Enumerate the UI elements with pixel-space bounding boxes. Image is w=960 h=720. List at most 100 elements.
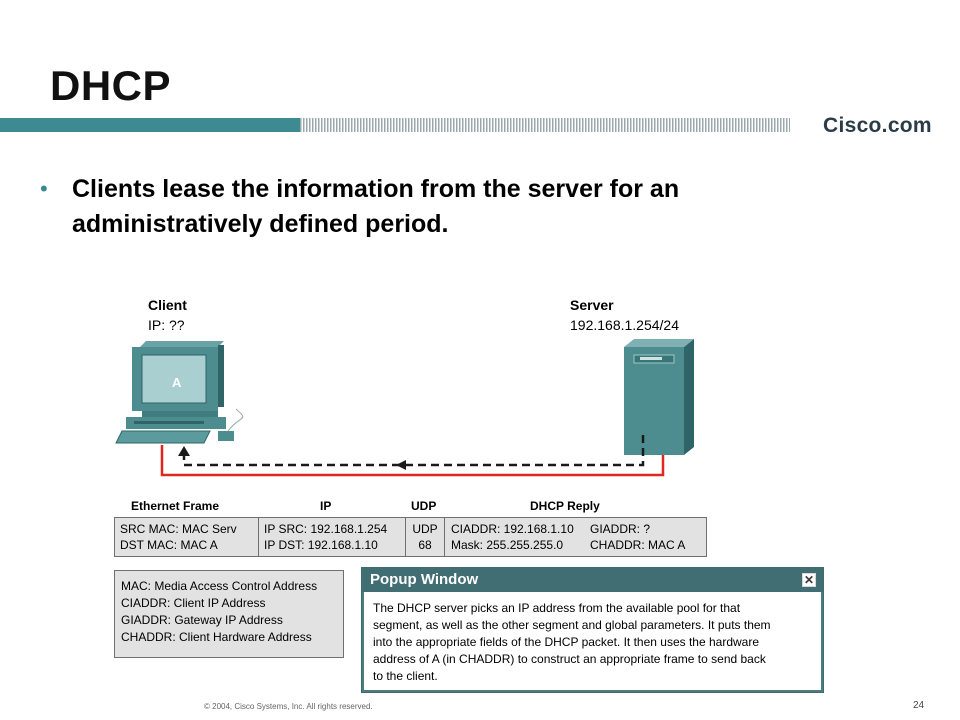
barcode-stripe	[672, 118, 674, 132]
server-label: Server	[570, 297, 614, 313]
barcode-stripe	[360, 118, 362, 132]
popup-title-bar[interactable]: Popup Window ✕	[362, 568, 823, 592]
barcode-stripe	[399, 118, 401, 132]
barcode-stripe	[336, 118, 338, 132]
header-ip: IP	[320, 499, 332, 513]
ciaddr: CIADDR: 192.168.1.10	[451, 522, 574, 536]
barcode-stripe	[519, 118, 521, 132]
barcode-stripe	[480, 118, 482, 132]
barcode-stripe	[762, 118, 764, 132]
barcode-stripe	[756, 118, 758, 132]
legend-item: CHADDR: Client Hardware Address	[121, 630, 312, 644]
barcode-stripe	[732, 118, 734, 132]
barcode-stripe	[396, 118, 398, 132]
barcode-stripe	[741, 118, 743, 132]
popup-line: segment, as well as the other segment an…	[373, 618, 771, 632]
barcode-stripe	[441, 118, 443, 132]
barcode-stripe	[729, 118, 731, 132]
page-number: 24	[913, 700, 925, 711]
client-label: Client	[148, 297, 187, 313]
barcode-stripe	[660, 118, 662, 132]
barcode-stripe	[645, 118, 647, 132]
barcode-stripe	[630, 118, 632, 132]
barcode-stripe	[420, 118, 422, 132]
barcode-stripe	[648, 118, 650, 132]
ip-cell: IP SRC: 192.168.1.254 IP DST: 192.168.1.…	[258, 517, 406, 557]
barcode-stripe	[534, 118, 536, 132]
barcode-stripe	[459, 118, 461, 132]
barcode-stripe	[456, 118, 458, 132]
barcode-stripe	[774, 118, 776, 132]
barcode-stripe	[525, 118, 527, 132]
udp-port: 68	[418, 538, 432, 552]
barcode-stripe	[720, 118, 722, 132]
server-tower-icon[interactable]	[624, 339, 694, 455]
legend-item: GIADDR: Gateway IP Address	[121, 613, 283, 627]
barcode-stripe	[747, 118, 749, 132]
barcode-stripe	[327, 118, 329, 132]
bullet-text: Clients lease the information from the s…	[72, 175, 680, 238]
barcode-stripe	[318, 118, 320, 132]
barcode-stripe	[768, 118, 770, 132]
barcode-stripe	[546, 118, 548, 132]
barcode-stripe	[693, 118, 695, 132]
header-band	[0, 118, 960, 132]
barcode-stripe	[723, 118, 725, 132]
barcode-stripe	[702, 118, 704, 132]
barcode-stripe	[495, 118, 497, 132]
server-ip: 192.168.1.254/24	[570, 317, 679, 333]
barcode-stripe	[411, 118, 413, 132]
src-mac: SRC MAC: MAC Serv	[120, 522, 237, 536]
barcode-stripe	[384, 118, 386, 132]
barcode-stripe	[699, 118, 701, 132]
barcode-stripe	[771, 118, 773, 132]
barcode-stripe	[657, 118, 659, 132]
barcode-stripe	[417, 118, 419, 132]
barcode-stripe	[687, 118, 689, 132]
barcode-stripe	[786, 118, 788, 132]
barcode-stripe	[471, 118, 473, 132]
barcode-stripe	[690, 118, 692, 132]
barcode-stripe	[408, 118, 410, 132]
barcode-stripe	[450, 118, 452, 132]
barcode-stripe	[555, 118, 557, 132]
copyright-text: © 2004, Cisco Systems, Inc. All rights r…	[204, 702, 373, 711]
barcode-stripe	[789, 118, 791, 132]
barcode-stripe	[438, 118, 440, 132]
barcode-stripe	[486, 118, 488, 132]
bullet-icon: •	[40, 176, 48, 201]
barcode-stripe	[390, 118, 392, 132]
barcode-stripe	[393, 118, 395, 132]
barcode-stripe	[477, 118, 479, 132]
barcode-stripe	[606, 118, 608, 132]
barcode-stripe	[504, 118, 506, 132]
barcode-stripe	[435, 118, 437, 132]
barcode-stripe	[345, 118, 347, 132]
cisco-brand-logo[interactable]: Cisco.com	[823, 114, 932, 137]
close-icon[interactable]: ✕	[802, 573, 816, 587]
barcode-stripe	[777, 118, 779, 132]
barcode-stripe	[591, 118, 593, 132]
barcode-stripe	[564, 118, 566, 132]
barcode-stripe	[522, 118, 524, 132]
barcode-stripe	[642, 118, 644, 132]
barcode-stripe	[492, 118, 494, 132]
barcode-stripe	[375, 118, 377, 132]
client-computer-icon[interactable]: A	[115, 341, 244, 444]
header-band-solid	[0, 118, 300, 132]
barcode-stripe	[585, 118, 587, 132]
barcode-stripe	[405, 118, 407, 132]
barcode-stripe	[633, 118, 635, 132]
barcode-stripe	[303, 118, 305, 132]
udp-label: UDP	[412, 522, 438, 536]
legend-item: CIADDR: Client IP Address	[121, 596, 266, 610]
header-udp: UDP	[411, 499, 437, 513]
barcode-stripe	[333, 118, 335, 132]
barcode-stripe	[330, 118, 332, 132]
mask: Mask: 255.255.255.0	[451, 538, 564, 552]
barcode-stripe	[468, 118, 470, 132]
barcode-stripe	[675, 118, 677, 132]
barcode-stripe	[654, 118, 656, 132]
popup-line: address of A (in CHADDR) to construct an…	[373, 652, 766, 666]
barcode-stripe	[378, 118, 380, 132]
